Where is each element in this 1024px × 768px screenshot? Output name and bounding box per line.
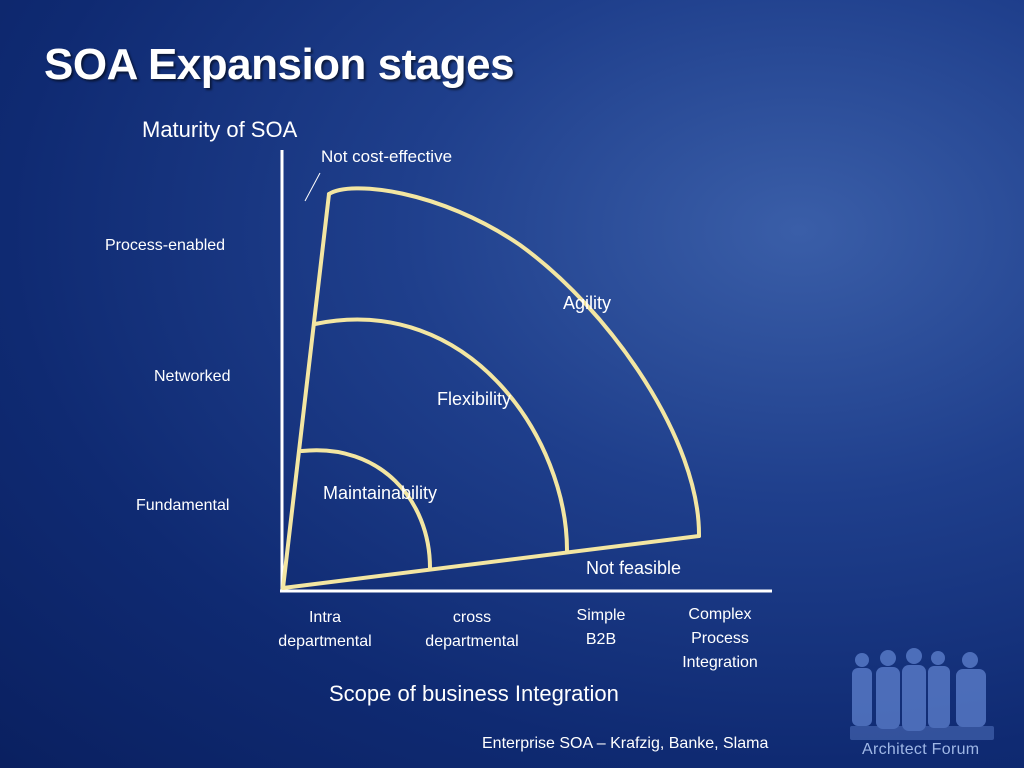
architect-forum-logo-text: Architect Forum <box>862 741 980 758</box>
y-level-networked: Networked <box>154 368 231 385</box>
x-level-line: Simple <box>576 607 626 624</box>
x-level-complex-process-integration: Complex Process Integration <box>668 603 772 675</box>
x-level-line: Intra <box>308 609 341 626</box>
x-axis-title: Scope of business Integration <box>329 681 619 706</box>
not-feasible-label: Not feasible <box>586 558 682 578</box>
architect-forum-logo-icon <box>850 648 994 740</box>
not-cost-effective-label: Not cost-effective <box>321 147 453 166</box>
not-feasible-boundary <box>281 534 701 590</box>
x-level-line: Complex <box>688 606 752 623</box>
flexibility-arc <box>313 317 570 554</box>
slide-title: SOA Expansion stages <box>44 40 515 89</box>
x-level-line: departmental <box>425 633 519 650</box>
y-axis-title: Maturity of SOA <box>142 117 298 142</box>
x-level-intra-departmental: Intra departmental <box>264 606 386 654</box>
x-level-line: B2B <box>585 631 617 648</box>
region-maintainability: Maintainability <box>323 483 438 503</box>
x-level-cross-departmental: cross departmental <box>411 606 533 654</box>
x-level-simple-b2b: Simple B2B <box>560 604 642 652</box>
not-cost-effective-pointer <box>304 172 321 202</box>
footer-credit: Enterprise SOA – Krafzig, Banke, Slama <box>482 735 769 752</box>
region-flexibility: Flexibility <box>437 389 512 409</box>
maintainability-arc <box>300 448 432 570</box>
agility-arc <box>327 186 702 538</box>
x-level-line: departmental <box>278 633 372 650</box>
x-level-line: Process <box>691 630 749 647</box>
region-agility: Agility <box>563 293 612 313</box>
x-level-line: Integration <box>682 654 758 671</box>
not-cost-effective-boundary <box>281 192 331 590</box>
x-level-line: cross <box>452 609 492 626</box>
y-level-fundamental: Fundamental <box>136 497 230 514</box>
y-level-process-enabled: Process-enabled <box>105 237 226 254</box>
